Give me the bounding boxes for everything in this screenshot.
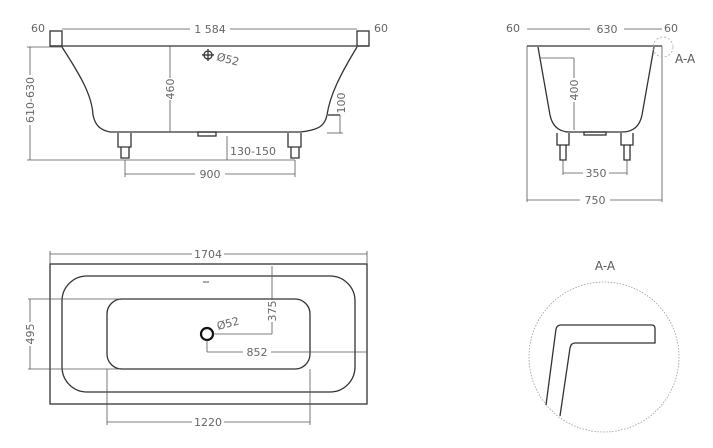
section-marker (652, 36, 674, 58)
drain-icon (199, 326, 215, 342)
drain-symbol-icon (202, 49, 214, 61)
svg-text:1 584: 1 584 (194, 23, 226, 36)
foot-right (287, 133, 302, 159)
rim-right (356, 30, 370, 47)
svg-text:750: 750 (585, 194, 606, 207)
svg-text:A-A: A-A (595, 259, 616, 273)
rim-section-profile (545, 324, 656, 417)
plan-view: 1704 495 375 Ø52 852 1220 (22, 247, 368, 429)
svg-text:60: 60 (506, 22, 520, 35)
svg-text:A-A: A-A (675, 52, 696, 66)
svg-text:60: 60 (374, 22, 388, 35)
detail-a-a: A-A (528, 259, 680, 433)
svg-text:350: 350 (586, 167, 607, 180)
foot-left (556, 133, 570, 161)
svg-text:900: 900 (200, 168, 221, 181)
rim-left (49, 30, 63, 47)
foot-right (620, 133, 634, 161)
svg-text:Ø52: Ø52 (215, 314, 240, 332)
foot-left (117, 133, 132, 159)
svg-text:630: 630 (597, 23, 618, 36)
svg-text:100: 100 (335, 93, 348, 114)
tub-profile (61, 46, 358, 133)
svg-text:60: 60 (664, 22, 678, 35)
drain (197, 131, 217, 137)
svg-text:60: 60 (31, 22, 45, 35)
svg-text:400: 400 (568, 80, 581, 101)
svg-text:Ø52: Ø52 (215, 50, 240, 68)
end-view: 630 60 60 400 350 750 A-A (506, 21, 696, 207)
side-view: 1 584 60 60 610-630 460 Ø52 100 130-150 … (22, 21, 388, 181)
svg-text:610-630: 610-630 (24, 77, 37, 123)
svg-text:130-150: 130-150 (230, 145, 276, 158)
svg-text:495: 495 (24, 324, 37, 345)
svg-text:1220: 1220 (194, 416, 222, 429)
svg-text:460: 460 (164, 79, 177, 100)
svg-text:1704: 1704 (194, 248, 222, 261)
tub-end-profile (537, 46, 655, 133)
svg-text:852: 852 (247, 346, 268, 359)
svg-text:375: 375 (266, 301, 279, 322)
